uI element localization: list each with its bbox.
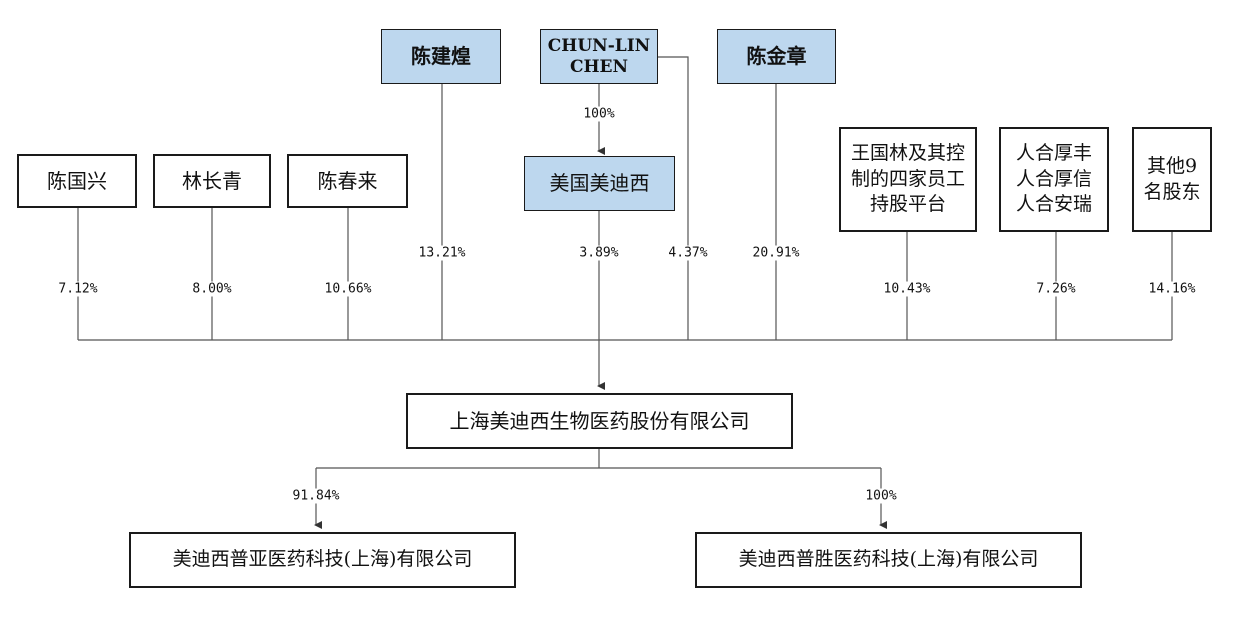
shareholder-chun-lin-chen: CHUN-LIN CHEN <box>540 29 658 84</box>
company-name: 上海美迪西生物医药股份有限公司 <box>449 408 750 433</box>
pct-chen-chunlai: 10.66% <box>322 281 374 297</box>
shareholder-others: 其他9 名股东 <box>1132 127 1212 232</box>
shareholder-label: CHUN-LIN CHEN <box>547 36 651 77</box>
subsidiary-name: 美迪西普胜医药科技(上海)有限公司 <box>738 548 1039 571</box>
shareholder-label: 陈金章 <box>746 44 807 68</box>
pct-chen-jinzhang: 20.91% <box>750 245 802 261</box>
pct-chun-lin-chen-direct: 4.37% <box>666 245 710 261</box>
pct-chen-guoxing: 7.12% <box>56 281 100 297</box>
shareholder-renhe: 人合厚丰 人合厚信 人合安瑞 <box>999 127 1109 232</box>
shareholder-label: 陈国兴 <box>47 168 107 193</box>
pct-others: 14.16% <box>1146 281 1198 297</box>
pct-lin-changqing: 8.00% <box>190 281 234 297</box>
pct-chun-lin-chen-to-us: 100% <box>581 106 617 122</box>
pct-subsidiary-pusheng: 100% <box>863 488 899 504</box>
shareholder-chen-jianhuang: 陈建煌 <box>381 29 501 84</box>
shareholder-lin-changqing: 林长青 <box>153 154 271 208</box>
pct-renhe: 7.26% <box>1034 281 1078 297</box>
pct-esop-platform: 10.43% <box>881 281 933 297</box>
shareholder-label: 林长青 <box>182 168 242 193</box>
subsidiary-name: 美迪西普亚医药科技(上海)有限公司 <box>172 548 473 571</box>
shareholder-label: 陈春来 <box>317 168 378 193</box>
subsidiary-pusheng: 美迪西普胜医药科技(上海)有限公司 <box>695 532 1082 588</box>
pct-us-medicilon: 3.89% <box>577 245 621 261</box>
shareholder-chen-jinzhang: 陈金章 <box>717 29 836 84</box>
shareholder-label: 美国美迪西 <box>549 171 650 195</box>
shareholder-label: 王国林及其控 制的四家员工 持股平台 <box>850 142 965 216</box>
shareholder-label: 陈建煌 <box>411 44 471 68</box>
shareholder-esop-platform: 王国林及其控 制的四家员工 持股平台 <box>839 127 977 232</box>
shareholder-chen-chunlai: 陈春来 <box>287 154 408 208</box>
shareholder-label: 其他9 名股东 <box>1143 154 1201 203</box>
company-box: 上海美迪西生物医药股份有限公司 <box>406 393 793 449</box>
subsidiary-puya: 美迪西普亚医药科技(上海)有限公司 <box>129 532 516 588</box>
pct-chen-jianhuang: 13.21% <box>416 245 468 261</box>
shareholder-us-medicilon: 美国美迪西 <box>524 156 675 211</box>
shareholder-chen-guoxing: 陈国兴 <box>17 154 137 208</box>
shareholder-label: 人合厚丰 人合厚信 人合安瑞 <box>1015 142 1092 216</box>
pct-subsidiary-puya: 91.84% <box>290 488 342 504</box>
